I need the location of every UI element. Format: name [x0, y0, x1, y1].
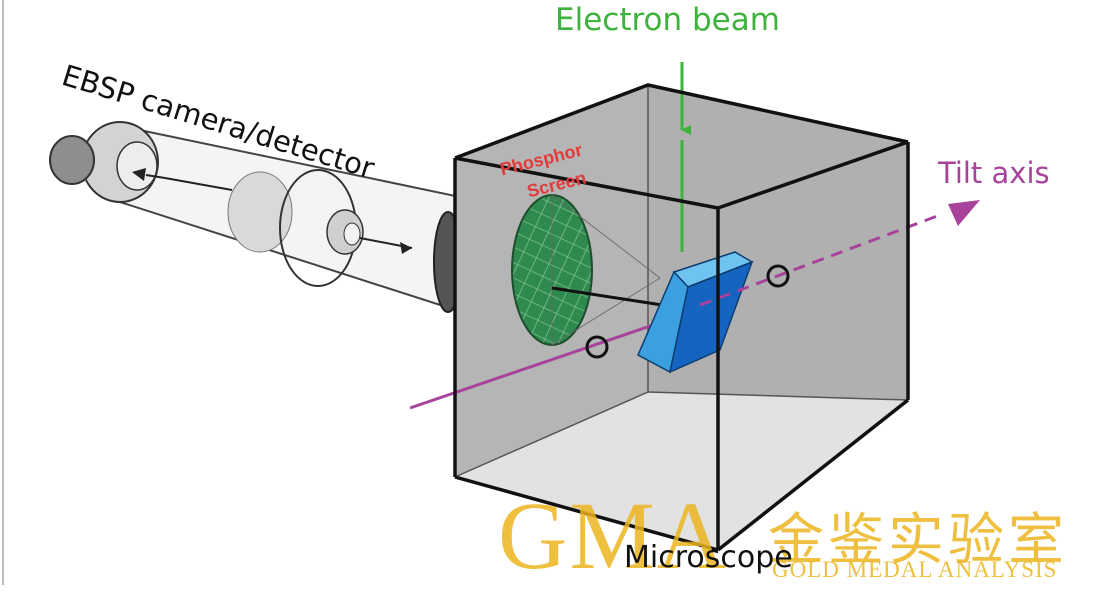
chamber-floor [455, 392, 908, 550]
camera-body [49, 135, 95, 185]
watermark-logo-letters: GMA [498, 482, 729, 589]
chamber-front-edges [453, 83, 910, 552]
sample-block [637, 251, 754, 374]
watermark-logo-english: GOLD MEDAL ANALYSIS [772, 557, 1058, 582]
tilt-axis-line [409, 320, 663, 410]
pattern-cone [551, 194, 661, 346]
port-left [585, 335, 609, 359]
ebsp-camera [49, 121, 467, 314]
screen-to-sample-line [551, 286, 663, 307]
camera-arrow-left [164, 177, 233, 191]
tilt-axis-arrowhead [948, 200, 980, 226]
microscope-label: Microscope [624, 540, 793, 575]
camera-lens-ring [116, 141, 158, 191]
port-right [766, 264, 790, 288]
camera-coupler-core [343, 222, 361, 246]
watermark-logo-chinese: 金鉴实验室 [768, 508, 1068, 573]
tilt-axis-label: Tilt axis [938, 156, 1050, 190]
tilt-axis-dashed [699, 213, 941, 307]
electron-beam-label: Electron beam [555, 2, 780, 38]
camera-inner-cylinder [227, 171, 293, 253]
sample-side-face [668, 260, 754, 374]
